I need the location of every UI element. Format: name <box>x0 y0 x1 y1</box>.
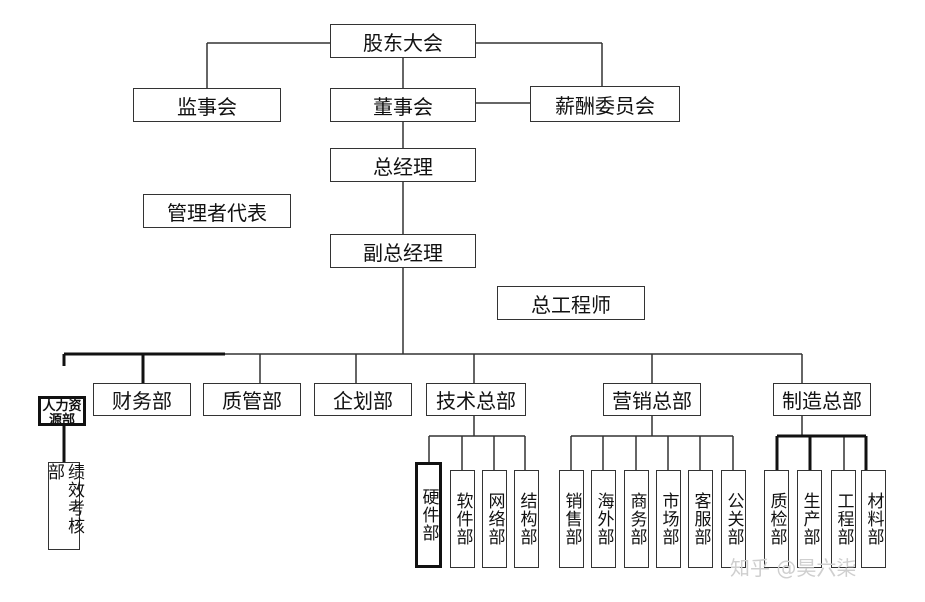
engineering-department-box: 工程部 <box>831 470 856 568</box>
structure-department-box: 结构部 <box>514 470 539 568</box>
general-manager-box: 总经理 <box>330 148 476 182</box>
management-representative-box: 管理者代表 <box>143 194 291 228</box>
performance-assessment-box: 绩效考核部 <box>44 462 84 550</box>
board-of-directors-box: 董事会 <box>330 88 476 122</box>
overseas-department-box: 海外部 <box>591 470 616 568</box>
market-department-box: 市场部 <box>656 470 681 568</box>
hardware-department-box: 硬件部 <box>415 462 442 568</box>
supervisory-board-box: 监事会 <box>133 88 281 122</box>
watermark: 知乎 @昊六柒 <box>730 556 857 580</box>
chief-engineer-box: 总工程师 <box>497 286 645 320</box>
quality-management-department-box: 质管部 <box>203 383 301 416</box>
compensation-committee-box: 薪酬委员会 <box>530 86 680 122</box>
planning-department-box: 企划部 <box>314 383 412 416</box>
sales-department-box: 销售部 <box>559 470 584 568</box>
business-department-box: 商务部 <box>624 470 649 568</box>
shareholders-meeting-box: 股东大会 <box>330 24 476 58</box>
public-relations-department-box: 公关部 <box>721 470 746 568</box>
deputy-general-manager-box: 副总经理 <box>330 234 476 268</box>
finance-department-box: 财务部 <box>93 383 191 416</box>
materials-department-box: 材料部 <box>861 470 886 568</box>
hr-department-box: 人力资源部 <box>38 396 86 428</box>
technology-headquarters-box: 技术总部 <box>426 383 526 416</box>
quality-inspection-department-box: 质检部 <box>764 470 789 568</box>
manufacturing-headquarters-box: 制造总部 <box>773 383 871 416</box>
customer-service-department-box: 客服部 <box>688 470 713 568</box>
marketing-headquarters-box: 营销总部 <box>603 383 701 416</box>
production-department-box: 生产部 <box>797 470 822 568</box>
software-department-box: 软件部 <box>450 470 475 568</box>
network-department-box: 网络部 <box>482 470 507 568</box>
